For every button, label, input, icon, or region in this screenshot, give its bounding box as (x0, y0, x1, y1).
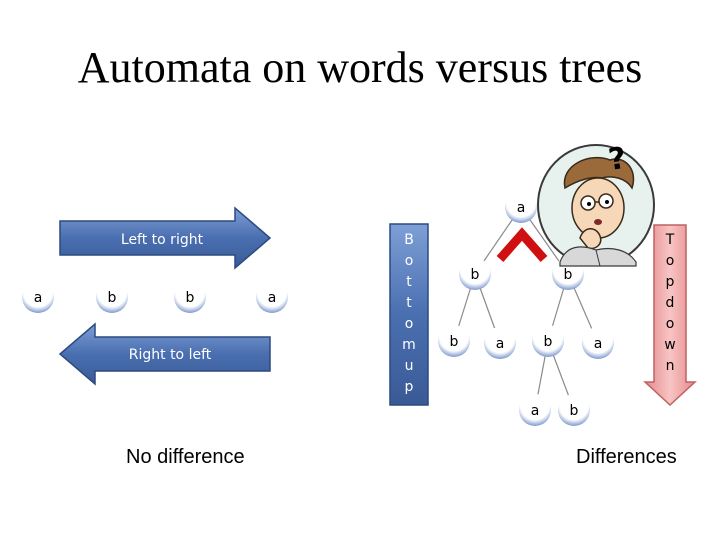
tree-node-level1: b (459, 258, 491, 290)
left-to-right-arrow: Left to right (59, 206, 272, 270)
slide-title: Automata on words versus trees (77, 43, 643, 92)
tree-node-level3-label: b (570, 403, 579, 419)
tree-node-level2-label: b (544, 334, 553, 350)
tree-node-level1-label: b (471, 267, 480, 283)
tree-root-node: a (505, 191, 537, 223)
right-to-left-arrow: Right to left (58, 322, 271, 386)
no-difference-caption: No difference (126, 446, 245, 468)
word-node: b (96, 281, 128, 313)
word-node-circle (174, 281, 206, 313)
word-node: a (22, 281, 54, 313)
word-node: a (256, 281, 288, 313)
tree-nodes: a b b b a b a a b (438, 191, 614, 426)
tree-node-level2: a (582, 327, 614, 359)
left-to-right-label: Left to right (121, 232, 204, 248)
differences-caption: Differences (576, 446, 677, 468)
tree-node-level3: a (519, 394, 551, 426)
tree-node-level2: a (484, 327, 516, 359)
tree-root-node-circle (505, 191, 537, 223)
tree-node-level2-label: a (496, 336, 505, 352)
question-mark: ? (606, 141, 628, 178)
word-node-circle (22, 281, 54, 313)
word-node-label: a (268, 290, 277, 306)
word-node-circle (256, 281, 288, 313)
tree-node-level2-label: a (594, 336, 603, 352)
tree-node-level2-circle (582, 327, 614, 359)
tree-node-level2-circle (532, 325, 564, 357)
word-node-circle (96, 281, 128, 313)
right-to-left-label: Right to left (129, 347, 212, 363)
tree-node-level1-label: b (564, 267, 573, 283)
tree-node-level2-circle (484, 327, 516, 359)
tree-node-level3: b (558, 394, 590, 426)
tree-node-level3-circle (558, 394, 590, 426)
word-node: b (174, 281, 206, 313)
word-node-label: b (108, 290, 117, 306)
tree-node-level3-label: a (531, 403, 540, 419)
word-node-label: b (186, 290, 195, 306)
tree-node-level3-circle (519, 394, 551, 426)
tree-root-node-label: a (517, 200, 526, 216)
tree-node-level1-circle (459, 258, 491, 290)
tree-node-level2: b (438, 325, 470, 357)
tree-node-level2-label: b (450, 334, 459, 350)
thinking-man-icon (537, 144, 655, 267)
word-node-label: a (34, 290, 43, 306)
tree-node-level2-circle (438, 325, 470, 357)
red-wedge-icon (496, 227, 548, 262)
tree-node-level2: b (532, 325, 564, 357)
